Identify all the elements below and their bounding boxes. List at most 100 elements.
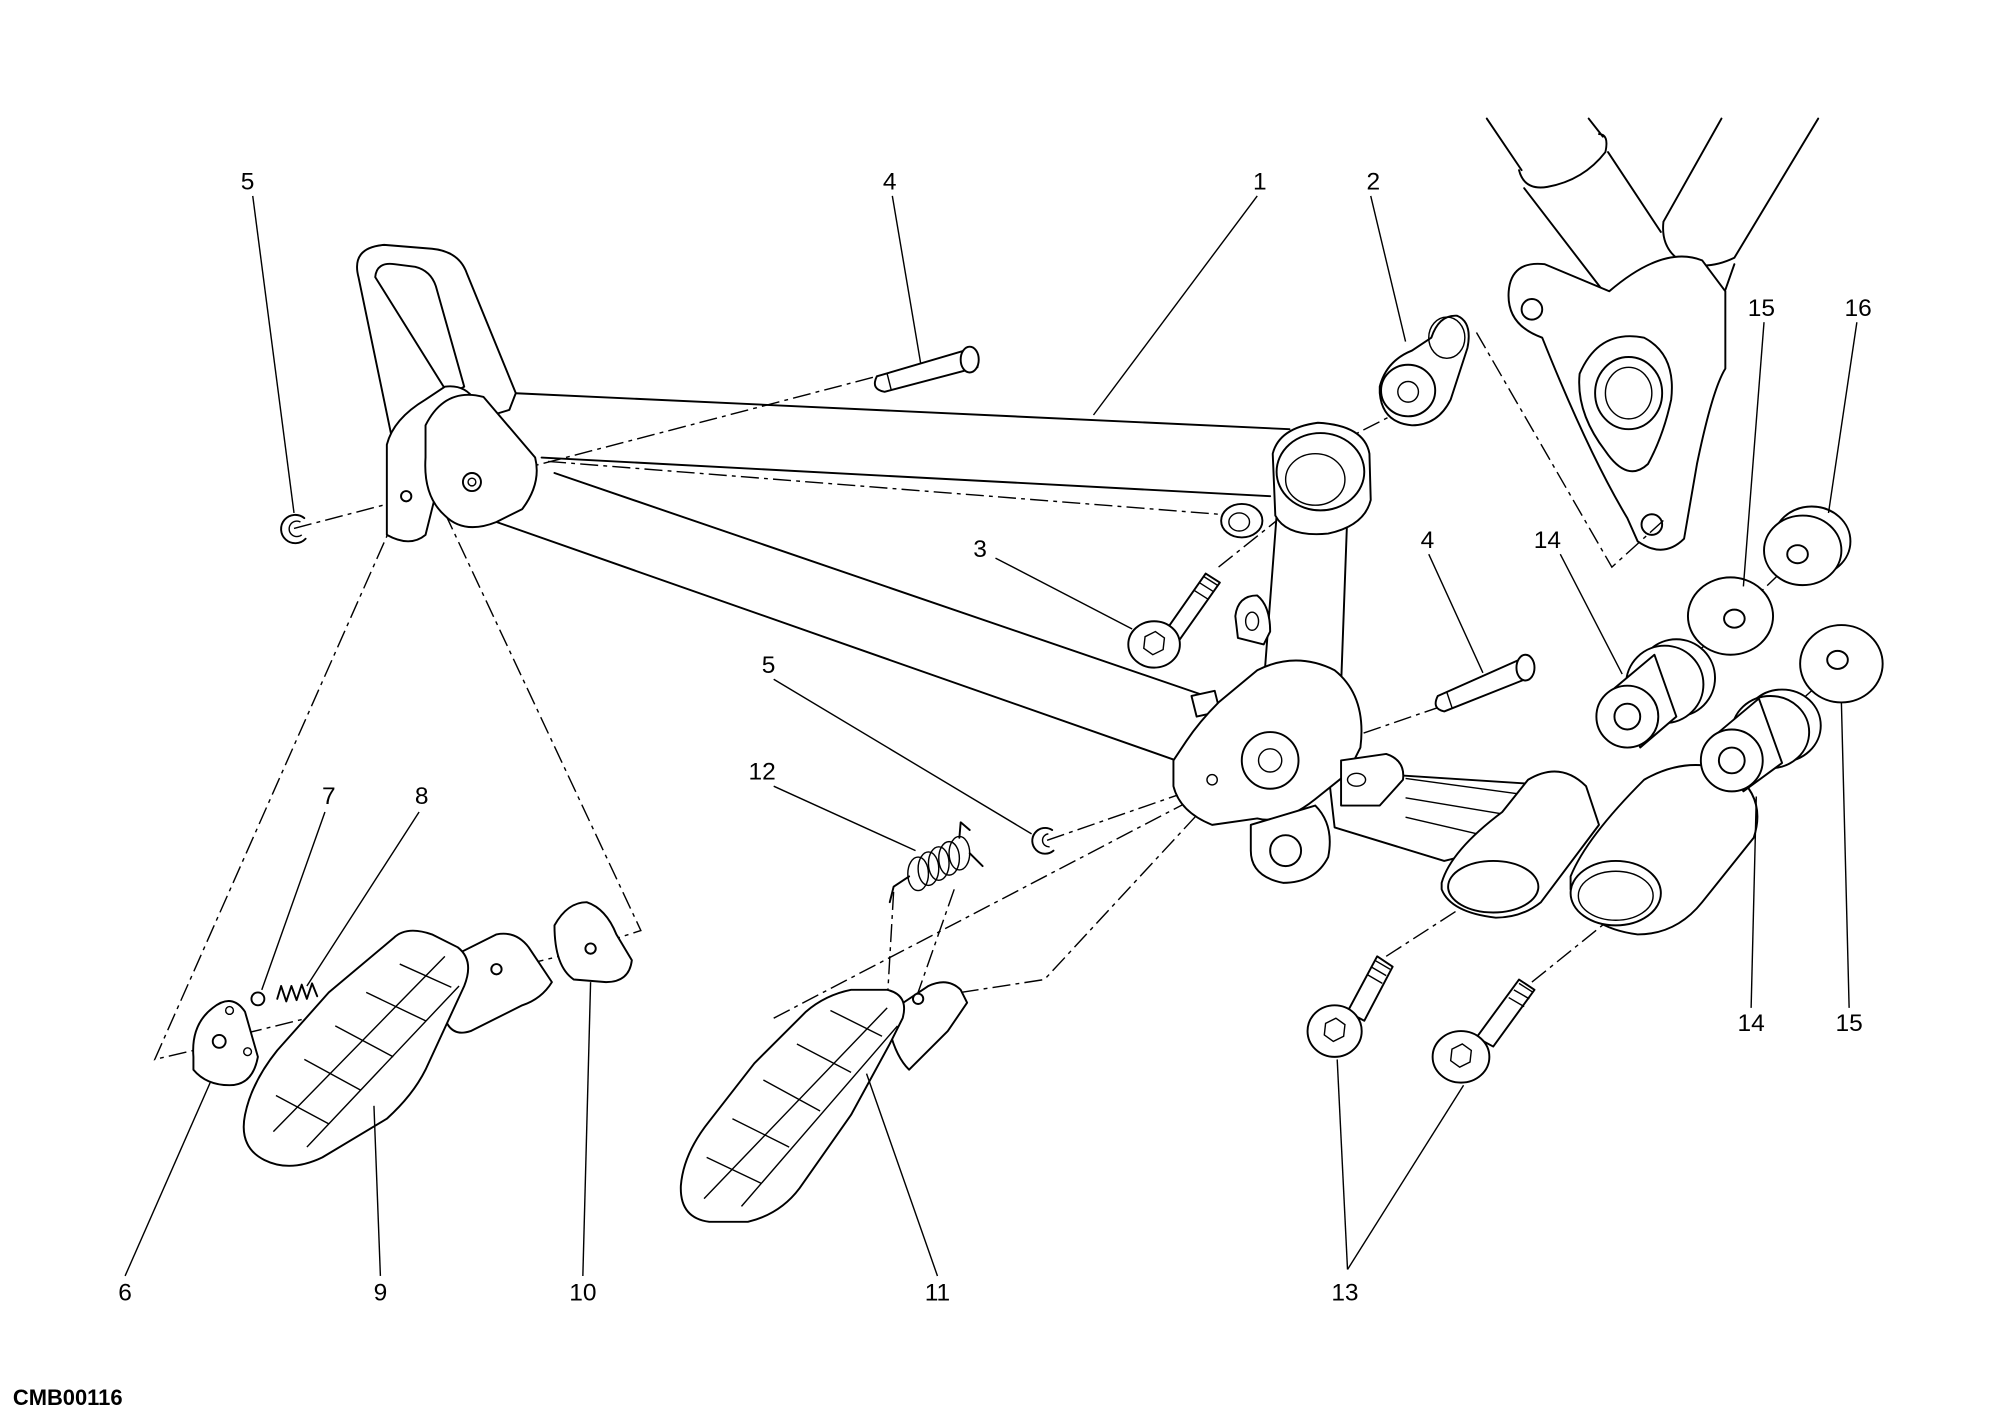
leader-line	[1742, 322, 1765, 587]
footpeg-right-grip-pattern	[703, 1007, 899, 1207]
callout-label: 9	[374, 1279, 388, 1306]
callout-label: 11	[925, 1279, 950, 1306]
frame-tube-left	[1485, 117, 1662, 300]
pin-middle	[1434, 653, 1536, 713]
pivot-hole	[1240, 731, 1300, 790]
bushing-bottom	[1699, 688, 1822, 793]
spacer-top-bore	[1397, 380, 1420, 403]
footpeg-left-pivot-hole	[490, 963, 503, 976]
leader-lines	[124, 195, 1858, 1277]
screw-head	[1127, 620, 1181, 669]
spring-coil	[938, 840, 961, 876]
axis-line	[1385, 901, 1471, 957]
mounting-tube-right-bore	[1577, 870, 1654, 921]
leader-line	[124, 1082, 211, 1277]
callout-label: 15	[1748, 295, 1775, 322]
hanger-boss-hole	[461, 472, 482, 493]
frame-lug-boss-outline	[1578, 335, 1673, 473]
footpeg-left-pivot-arm	[443, 932, 553, 1034]
axis-line	[1218, 514, 1284, 568]
callout-labels: 5 4 1 2 15 16 3 4 14 5 12 7 8 14 15 6 9 …	[118, 168, 1872, 1306]
callout-label: 5	[241, 168, 255, 195]
pivot-plate-left-hole	[211, 1033, 227, 1049]
axis-line	[917, 889, 955, 993]
callout-label: 16	[1845, 295, 1872, 322]
bolt-right-threads	[1508, 982, 1534, 1008]
axis-line	[547, 460, 1236, 517]
spring-coil	[907, 856, 930, 892]
washer-top	[1686, 576, 1775, 656]
leader-line	[261, 811, 326, 991]
frame-lug-hole-lower	[1640, 513, 1664, 536]
frame-lug-boss-inner	[1604, 366, 1653, 420]
pin-top-end	[959, 345, 980, 374]
leader-line	[1346, 1084, 1465, 1270]
bolt-right	[1431, 978, 1536, 1084]
washer-outer	[1763, 505, 1852, 587]
leader-line	[773, 678, 1032, 835]
leader-line	[306, 811, 420, 987]
vertical-tube	[1262, 509, 1349, 687]
bushing-top-bore	[1613, 702, 1642, 731]
leader-line	[1559, 553, 1623, 675]
callout-label: 5	[762, 652, 776, 679]
callout-label: 14	[1534, 527, 1561, 554]
footrest-support-frame	[356, 243, 1759, 936]
hanger-boss-plate	[424, 393, 538, 529]
screw-threads	[1193, 575, 1218, 600]
pivot-plate-right-hole	[584, 942, 597, 955]
upper-bar	[512, 392, 1291, 498]
callout-label: 8	[415, 783, 429, 810]
washer-outer-hole	[1786, 544, 1809, 565]
axis-line	[886, 891, 895, 1003]
callout-label: 1	[1253, 168, 1267, 195]
pin-ear-hole	[1346, 772, 1367, 787]
footpeg-right-assembly	[679, 821, 984, 1223]
bushing-top	[1595, 638, 1716, 749]
pivot-plate-left-hole-small	[224, 1005, 235, 1016]
axis-line	[444, 512, 642, 942]
washer-bottom-hole	[1826, 649, 1849, 670]
leader-line	[891, 195, 922, 364]
pin-top	[873, 345, 980, 393]
leader-line	[865, 1073, 939, 1277]
tube-cylinder-face	[1275, 432, 1366, 512]
drawing-code: CMB00116	[13, 1385, 123, 1410]
pivot-plate-left-hole-small	[243, 1047, 253, 1057]
detent-spring	[276, 982, 319, 1003]
spacer-top-flange	[1428, 316, 1466, 360]
pin-top-groove	[886, 373, 892, 390]
callout-label: 4	[1421, 527, 1435, 554]
mounting-tube-left-bore	[1447, 859, 1540, 914]
leader-line	[1336, 1059, 1349, 1270]
leader-line	[995, 557, 1133, 630]
spacer-top	[1378, 314, 1470, 427]
pin-middle-end	[1515, 653, 1536, 682]
footpeg-left-assembly	[192, 901, 633, 1167]
circlip-middle-inner	[1041, 833, 1050, 848]
pivot-plate-right	[553, 901, 633, 984]
spring-coil	[927, 846, 950, 881]
callout-label: 10	[569, 1279, 596, 1306]
washer-bottom	[1799, 624, 1884, 704]
leader-line	[773, 785, 916, 852]
leader-line	[252, 195, 295, 514]
footpeg-right-pivot-arm	[888, 981, 969, 1071]
bolt-left-head	[1306, 1004, 1363, 1058]
footpeg-right-pivot-hole	[911, 992, 925, 1005]
bolt-left-threads	[1366, 959, 1391, 985]
spring-wire-ends	[888, 821, 984, 904]
hanger-boss-hole-inner	[467, 477, 477, 487]
callout-label: 14	[1738, 1010, 1765, 1037]
axis-line	[960, 805, 1207, 994]
bolt-right-shank	[1475, 978, 1536, 1048]
circlip-middle	[1031, 827, 1055, 855]
callout-label: 4	[883, 168, 897, 195]
tube-cylinder-bore	[1284, 452, 1346, 506]
bolt-left	[1306, 955, 1394, 1058]
circlip-middle-ring	[1031, 827, 1055, 855]
mounting-tube-right-face	[1569, 859, 1662, 927]
hex-socket-icon	[1323, 1017, 1346, 1043]
lower-bar	[495, 472, 1207, 762]
